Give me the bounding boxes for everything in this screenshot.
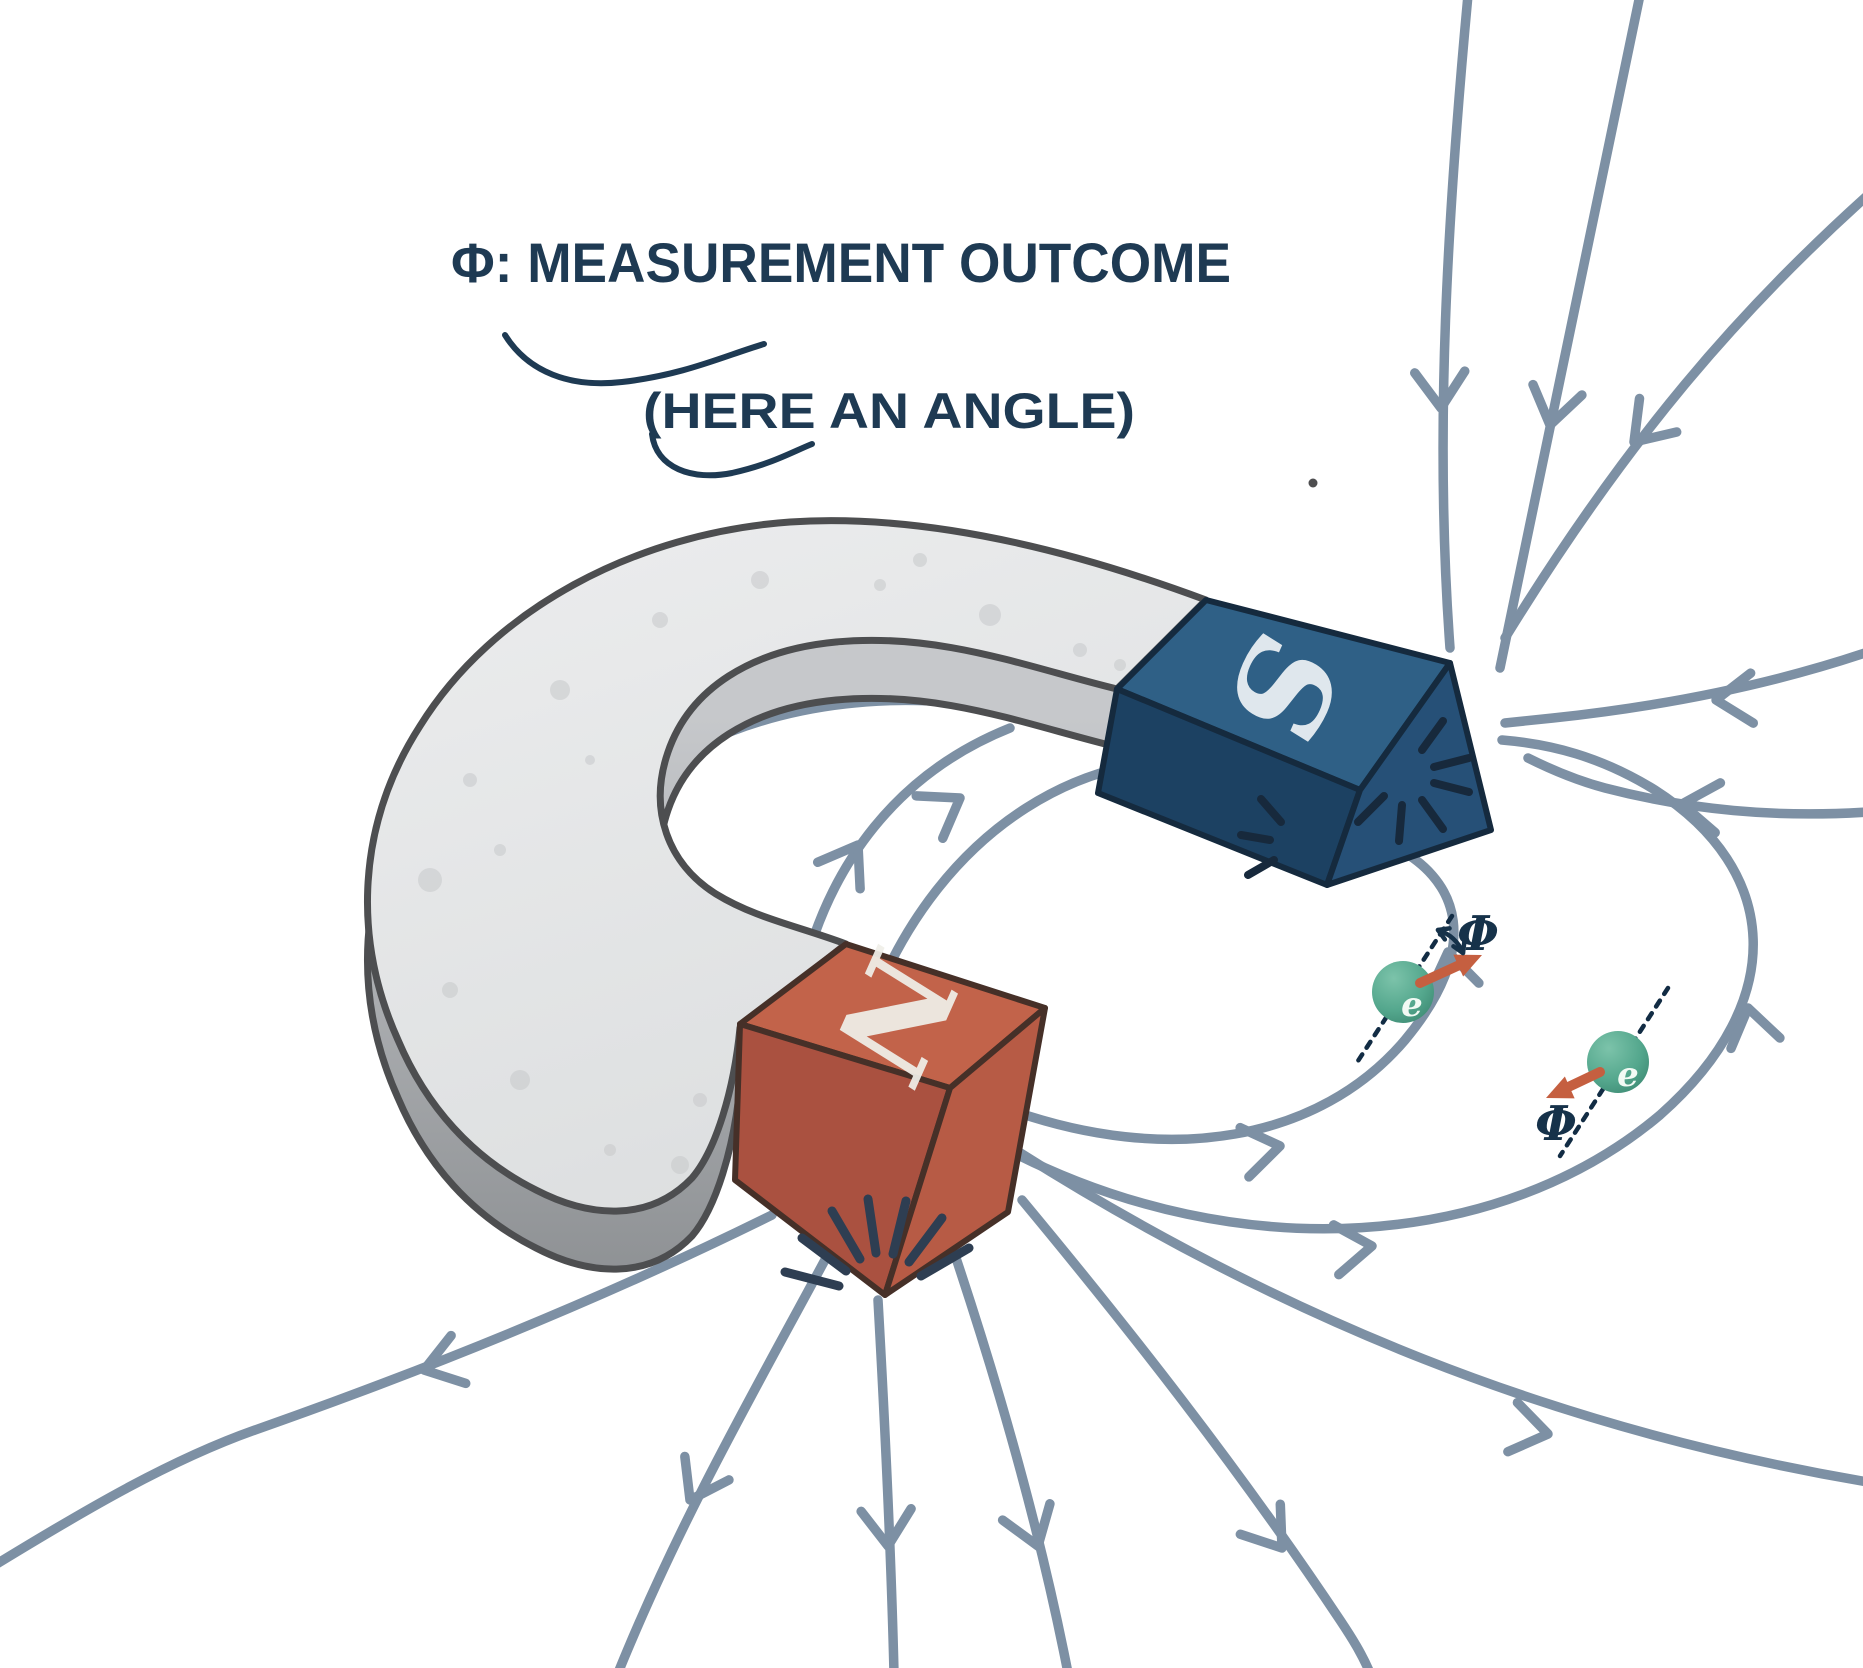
- field-line: [1500, 648, 1863, 728]
- electron-2: e Φ: [1535, 985, 1671, 1159]
- angle-label: Φ: [1535, 1096, 1577, 1152]
- field-line: [1438, 0, 1473, 653]
- underline-swoosh: [649, 431, 815, 479]
- electron-sphere: [1587, 1031, 1649, 1093]
- field-line: [0, 1210, 777, 1568]
- spin-axis-dashed-line: [1557, 985, 1671, 1159]
- field-line: [1495, 0, 1644, 673]
- speckle-texture: [418, 553, 1126, 1174]
- angle-arc-head-icon: [1451, 939, 1467, 956]
- arrow-icon: [997, 1499, 1055, 1551]
- field-line: [1523, 753, 1863, 819]
- underline-swoosh: [502, 332, 767, 387]
- field-line: [1007, 735, 1758, 1234]
- title-line-2: (HERE AN ANGLE): [643, 383, 1135, 439]
- arrow-icon: [1528, 379, 1587, 430]
- angle-label: Φ: [1457, 906, 1499, 962]
- arrow-icon: [1677, 778, 1726, 838]
- arrow-icon: [911, 791, 965, 844]
- arrow-icon: [1235, 1499, 1287, 1553]
- arrow-icon: [1410, 366, 1470, 413]
- arrow-icon: [1726, 1003, 1785, 1054]
- arrow-icon: [1629, 393, 1682, 447]
- spin-arrow-head-icon: [1546, 1076, 1575, 1099]
- angle-arc-head-icon: [1435, 926, 1452, 942]
- arrow-icon: [1711, 668, 1759, 728]
- field-line: [1000, 837, 1459, 1145]
- title-annotation: Φ: MEASUREMENT OUTCOME (HERE AN ANGLE): [451, 231, 1318, 488]
- arrow-icon: [1328, 1220, 1377, 1280]
- field-line: [950, 1250, 1072, 1668]
- north-pole: N: [732, 922, 1048, 1298]
- arrow-icon: [812, 840, 865, 894]
- south-flux-marks: [1237, 717, 1473, 879]
- arrow-icon: [419, 1330, 471, 1389]
- electron-label: e: [1617, 1055, 1639, 1095]
- south-pole-face: [1324, 660, 1494, 888]
- electron-label: e: [1401, 985, 1423, 1025]
- field-line: [614, 1253, 831, 1668]
- field-line: [873, 1295, 899, 1668]
- field-line: [1017, 1195, 1373, 1668]
- north-flux-marks: [780, 1194, 974, 1291]
- electron-1: e Φ: [1353, 906, 1499, 1067]
- arrow-icon: [856, 1503, 916, 1551]
- magnet-top-surface: [364, 517, 1210, 1215]
- electron-sphere: [1372, 961, 1434, 1023]
- field-line: [995, 1135, 1863, 1486]
- north-pole-face: [882, 1005, 1048, 1298]
- horseshoe-magnet: S N: [364, 517, 1494, 1298]
- south-pole: S: [1095, 597, 1494, 888]
- arrow-icon: [680, 1451, 734, 1505]
- spin-arrow-head-icon: [1453, 954, 1482, 977]
- ink-dot: [1308, 478, 1318, 488]
- field-line: [1500, 193, 1863, 643]
- arrow-icon: [1503, 1397, 1553, 1457]
- title-line-1: Φ: MEASUREMENT OUTCOME: [451, 231, 1231, 294]
- arrow-icon: [1235, 1122, 1285, 1182]
